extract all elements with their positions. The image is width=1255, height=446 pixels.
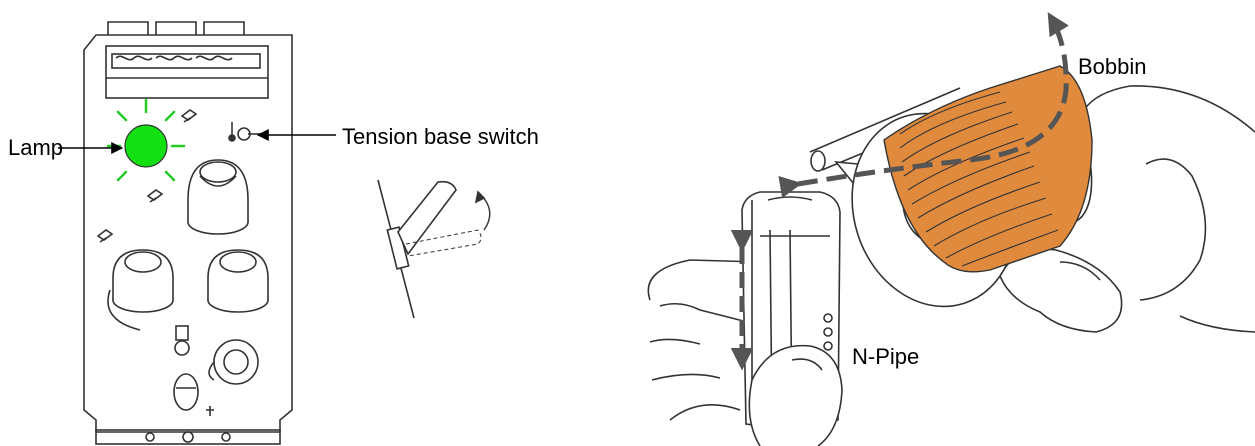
- control-panel: [84, 22, 292, 444]
- n-pipe-label: N-Pipe: [852, 346, 919, 368]
- bobbin-label: Bobbin: [1078, 56, 1147, 78]
- lamp-label: Lamp: [8, 137, 63, 159]
- toggle-switch-icon: [378, 180, 490, 318]
- tension-base-switch-label: Tension base switch: [342, 126, 539, 148]
